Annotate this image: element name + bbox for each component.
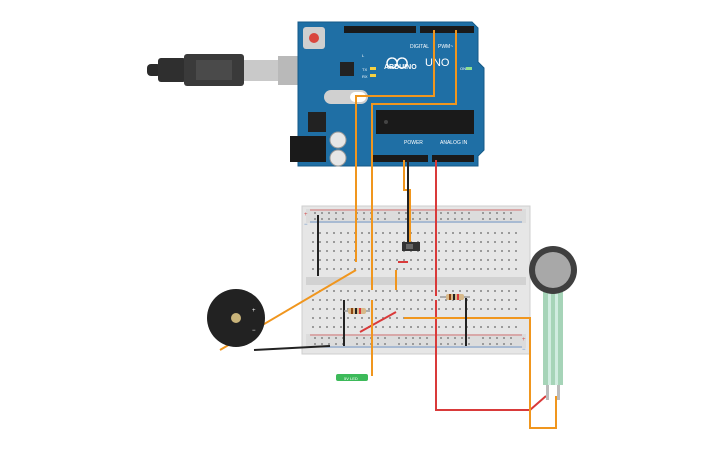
power-label: POWER (404, 140, 423, 146)
wire-red-diag[interactable] (359, 311, 397, 333)
wire-orange-fsr[interactable] (404, 317, 557, 429)
buzzer-plus: + (252, 308, 256, 314)
rail-plus-top: + (304, 212, 308, 218)
force-sensor[interactable] (529, 246, 577, 400)
usb-chip (340, 62, 354, 76)
wire-black-buzzer[interactable] (253, 345, 331, 351)
rail-minus-bottom: − (522, 347, 526, 353)
atmega-chip (376, 110, 474, 134)
slide-switch[interactable] (402, 242, 420, 251)
wires[interactable] (219, 30, 557, 429)
arduino-model: UNO (425, 57, 450, 69)
pwm-label: PWM~ (438, 44, 453, 50)
digital-header-right[interactable] (420, 26, 474, 33)
tx-label: TX (362, 67, 367, 72)
l-label: L (362, 53, 365, 58)
rx-label: RX (362, 74, 368, 79)
analog-label: ANALOG IN (440, 140, 468, 146)
on-led (466, 67, 472, 70)
wire-red-fsr[interactable] (435, 300, 547, 411)
digital-header-left[interactable] (344, 26, 416, 33)
rail-plus-bottom: + (522, 337, 526, 343)
wire-orange-pin7[interactable] (355, 30, 435, 240)
digital-label: DIGITAL (410, 44, 429, 50)
wire-orange-pin4[interactable] (371, 30, 457, 240)
on-label: ON (460, 66, 466, 71)
usb-cable[interactable] (147, 54, 300, 86)
led-label: 5V LED (344, 376, 358, 381)
breadboard[interactable]: + − + − (301, 205, 531, 355)
led-component[interactable]: 5V LED (336, 374, 368, 381)
power-jack (290, 136, 326, 162)
rx-led (370, 74, 376, 77)
center-divider (306, 277, 526, 285)
arduino-logo-icon (386, 57, 408, 69)
resistor-2[interactable] (344, 308, 370, 314)
resistor-1[interactable] (440, 294, 470, 300)
rail-minus-top: − (304, 222, 308, 228)
power-header[interactable] (372, 155, 428, 162)
bottom-power-rail[interactable] (306, 334, 526, 348)
top-power-rail[interactable] (306, 209, 526, 223)
piezo-buzzer[interactable]: + − (207, 289, 265, 347)
arduino-uno-board[interactable]: ARDUINO UNO DIGITAL PWM~ POWER ANALOG IN… (290, 21, 485, 167)
tx-led (370, 67, 376, 70)
buzzer-minus: − (252, 328, 256, 334)
analog-header[interactable] (432, 155, 474, 162)
